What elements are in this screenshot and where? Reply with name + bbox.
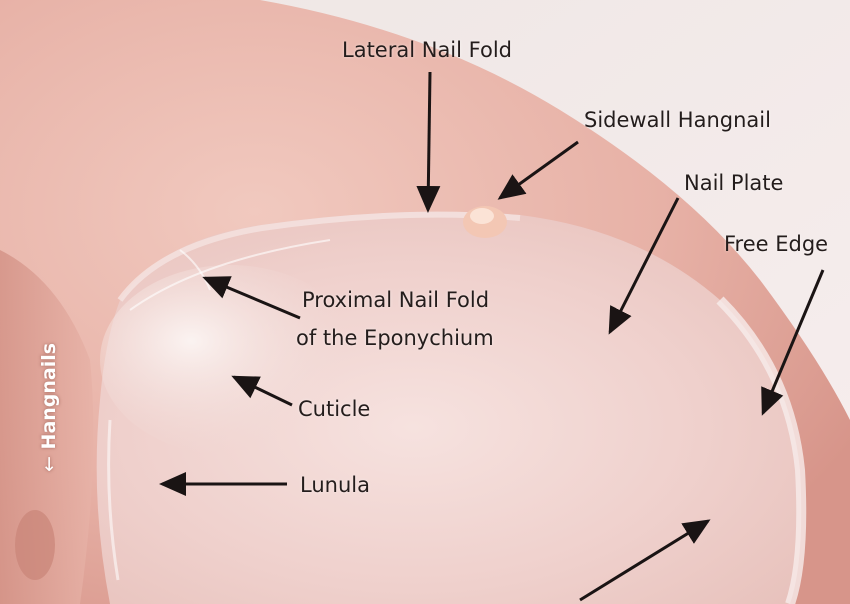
sidewall-hangnail-label: Sidewall Hangnail — [584, 108, 771, 133]
lunula-label: Lunula — [300, 473, 370, 498]
lateral-nail-fold-label: Lateral Nail Fold — [342, 38, 512, 63]
left-arrow-icon: ← — [38, 456, 60, 472]
cuticle-label: Cuticle — [298, 397, 370, 422]
proximal-nail-fold-label-line2: of the Eponychium — [296, 326, 494, 351]
hangnails-label: Hangnails — [38, 343, 60, 450]
proximal-nail-fold-label-line1: Proximal Nail Fold — [302, 288, 489, 313]
free-edge-label: Free Edge — [724, 232, 828, 257]
hangnails-vertical-label: ← Hangnails — [38, 343, 60, 472]
nail-plate-label: Nail Plate — [684, 171, 783, 196]
